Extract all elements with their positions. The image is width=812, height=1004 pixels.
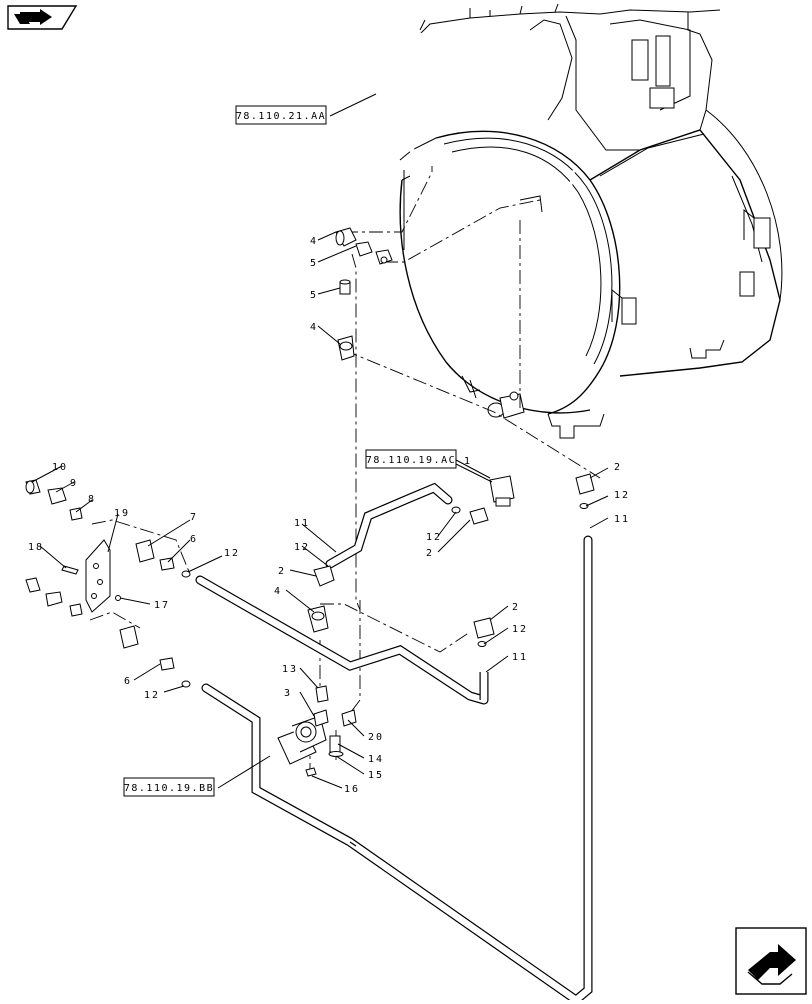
callout-12: 12 xyxy=(294,542,310,553)
callout-4: 4 xyxy=(310,236,318,247)
reference-ref-c[interactable]: 78.110.19.BB xyxy=(123,777,215,797)
vent-tube-upper xyxy=(374,32,576,248)
reference-text[interactable]: 78.110.19.BB xyxy=(124,783,214,794)
reference-box[interactable] xyxy=(123,777,215,797)
reference-text[interactable]: 78.110.19.AC xyxy=(366,455,456,466)
callout-9: 9 xyxy=(70,478,78,489)
fan-shroud-assembly xyxy=(399,3,783,439)
callout-20: 20 xyxy=(368,732,384,743)
assembly-lines xyxy=(89,166,601,770)
callout-numbers: 4554109819181776126121112241122212112121… xyxy=(28,236,630,795)
callout-12: 12 xyxy=(614,490,630,501)
callout-3: 3 xyxy=(284,688,292,699)
mid-fittings xyxy=(307,473,595,647)
callout-4: 4 xyxy=(274,586,282,597)
callout-5: 5 xyxy=(310,258,318,269)
callout-11: 11 xyxy=(512,652,528,663)
callout-8: 8 xyxy=(88,494,96,505)
book-arrow-icon[interactable] xyxy=(7,5,78,30)
callout-18: 18 xyxy=(28,542,44,553)
callout-12: 12 xyxy=(224,548,240,559)
next-page-arrow-icon[interactable] xyxy=(735,927,807,995)
callout-6: 6 xyxy=(190,534,198,545)
callout-6: 6 xyxy=(124,676,132,687)
coolant-tubes xyxy=(195,482,593,1004)
callout-16: 16 xyxy=(344,784,360,795)
callout-10: 10 xyxy=(52,462,68,473)
callout-4: 4 xyxy=(310,322,318,333)
callout-2: 2 xyxy=(512,602,520,613)
callout-7: 7 xyxy=(190,512,198,523)
callout-12: 12 xyxy=(426,532,442,543)
reference-box[interactable] xyxy=(365,449,457,469)
reference-box[interactable] xyxy=(235,105,327,125)
bulkhead-group xyxy=(25,479,191,688)
reference-ref-a[interactable]: 78.110.21.AA xyxy=(235,105,327,125)
callout-2: 2 xyxy=(426,548,434,559)
callout-5: 5 xyxy=(310,290,318,301)
callout-leaders xyxy=(31,93,609,789)
reference-ref-b[interactable]: 78.110.19.AC xyxy=(365,449,457,469)
callout-11: 11 xyxy=(614,514,630,525)
callout-13: 13 xyxy=(282,664,298,675)
upper-fittings xyxy=(335,227,393,361)
callout-15: 15 xyxy=(368,770,384,781)
callout-12: 12 xyxy=(144,690,160,701)
reference-text[interactable]: 78.110.21.AA xyxy=(236,111,326,122)
pump-assembly xyxy=(277,685,357,777)
callout-1: 1 xyxy=(464,456,472,467)
callout-14: 14 xyxy=(368,754,384,765)
callout-11: 11 xyxy=(294,518,310,529)
callout-2: 2 xyxy=(614,462,622,473)
reference-labels: 78.110.21.AA 78.110.19.AC 78.110.19.BB xyxy=(123,105,457,797)
callout-17: 17 xyxy=(154,600,170,611)
callout-12: 12 xyxy=(512,624,528,635)
callout-2: 2 xyxy=(278,566,286,577)
callout-19: 19 xyxy=(114,508,130,519)
